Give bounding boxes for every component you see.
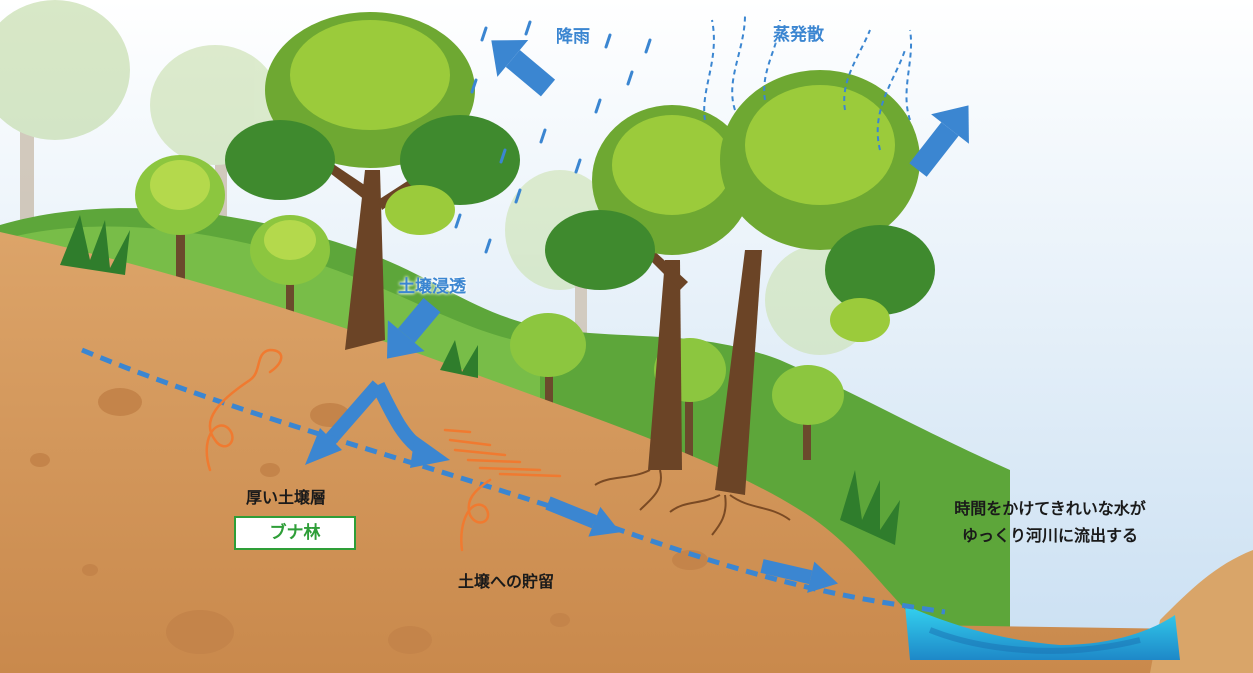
outflow-caption: 時間をかけてきれいな水が ゆっくり河川に流出する <box>900 495 1200 549</box>
outflow-line-1: 時間をかけてきれいな水が <box>954 499 1146 518</box>
infiltration-arrow <box>387 297 441 359</box>
evapotranspiration-arrow <box>909 105 969 177</box>
tree-cluster-right <box>545 70 935 495</box>
infiltration-label: 土壌浸透 <box>398 277 466 297</box>
storage-swirls <box>205 348 562 552</box>
flow-arrow-2 <box>760 559 839 593</box>
evaporation-wisps <box>703 14 912 151</box>
big-tree-left <box>225 12 520 350</box>
outflow-line-2: ゆっくり河川に流出する <box>961 526 1138 545</box>
forest-type-tag: ブナ林 <box>234 516 356 550</box>
soil-slope <box>0 232 1253 673</box>
rainfall-arrow <box>491 40 556 97</box>
mid-trees <box>135 155 844 460</box>
storage-label: 土壌への貯留 <box>458 572 555 591</box>
evapotranspiration-label: 蒸発散 <box>773 25 824 45</box>
rainfall-label: 降雨 <box>556 27 590 47</box>
thick-soil-label: 厚い土壌層 <box>246 488 327 507</box>
groundwater-flow-line <box>81 347 946 615</box>
flow-arrow-1 <box>545 496 621 537</box>
shrubs <box>60 215 900 545</box>
rain-streaks <box>454 20 652 254</box>
tree-roots <box>594 469 791 536</box>
